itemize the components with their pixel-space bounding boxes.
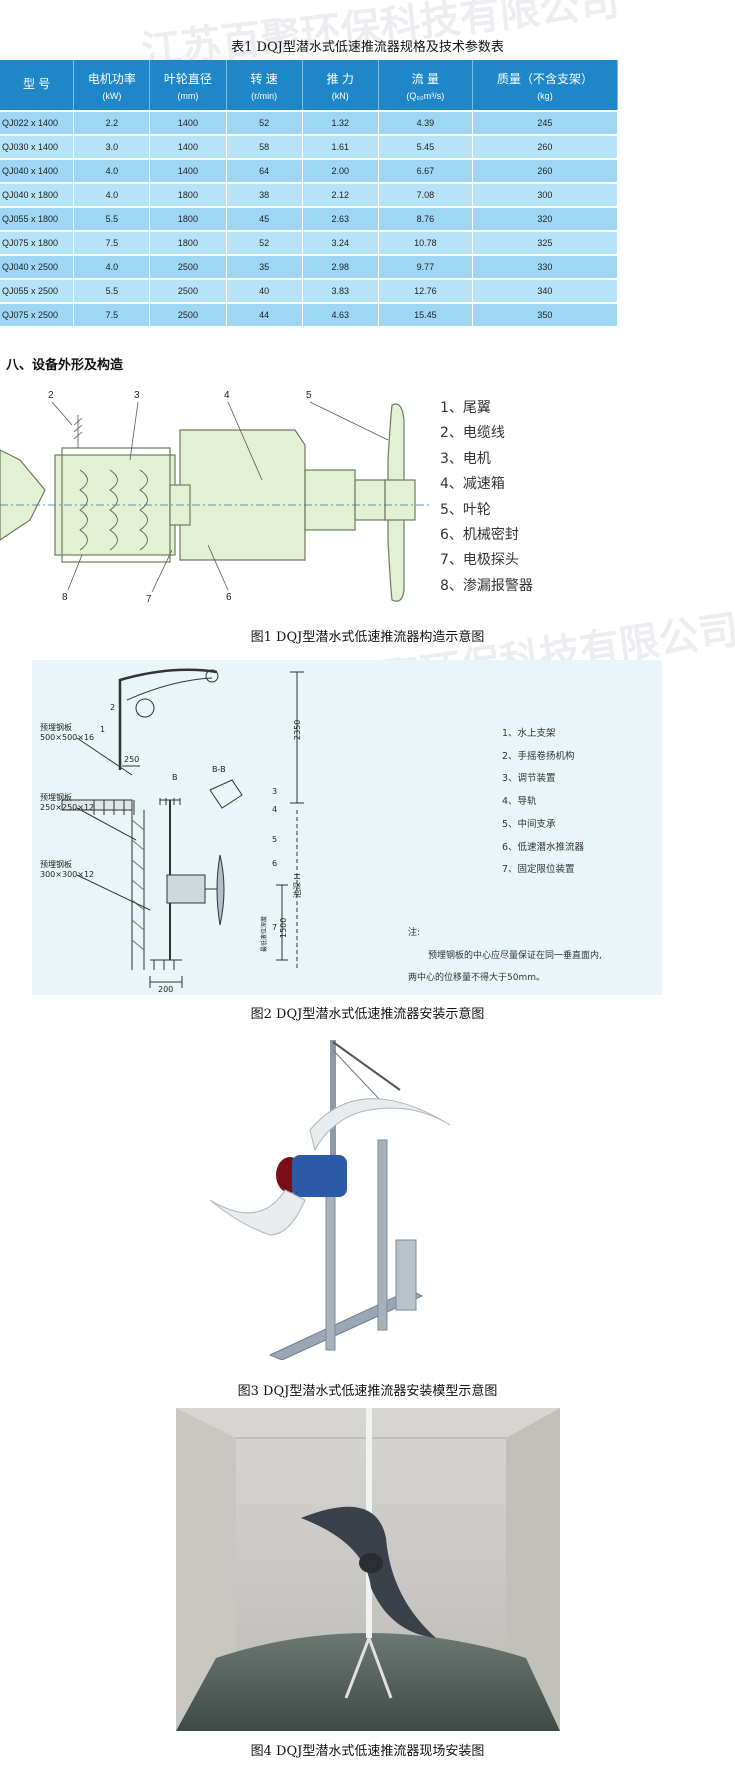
fig2-note-title: 注: xyxy=(408,928,421,938)
fig1-legend-item: 5、叶轮 xyxy=(440,501,491,518)
fig1-callout-8: 8 xyxy=(62,592,68,603)
fig1-legend-item: 7、电极探头 xyxy=(440,552,519,569)
fig2-num-6: 6 xyxy=(272,859,277,868)
fig4-caption: 图4 DQJ型潜水式低速推流器现场安装图 xyxy=(250,1744,485,1759)
fig1-callout-7: 7 xyxy=(146,594,152,605)
fig2-dim-200: 200 xyxy=(158,985,173,994)
section-title: 八、设备外形及构造 xyxy=(6,358,124,373)
spec-table: 型 号 电机功率(kW) 叶轮直径(mm) 转 速(r/min) 推 力(kN)… xyxy=(0,60,619,328)
header-speed: 转 速(r/min) xyxy=(226,60,303,112)
fig2-num-4: 4 xyxy=(272,805,277,814)
fig1-legend-item: 8、渗漏报警器 xyxy=(440,577,533,594)
fig1-callout-3: 3 xyxy=(134,390,140,401)
header-diameter: 叶轮直径(mm) xyxy=(149,60,227,112)
table-header-row: 型 号 电机功率(kW) 叶轮直径(mm) 转 速(r/min) 推 力(kN)… xyxy=(0,60,619,112)
fig2-installation-diagram: 2 1 250 2350 池深 H 1500 最低液位深度 200 B B-B … xyxy=(40,668,304,994)
fig2-legend-item: 4、导轨 xyxy=(502,796,537,808)
fig2-plate3-size: 300×300×12 xyxy=(40,870,94,879)
fig1-legend-item: 6、机械密封 xyxy=(440,527,519,544)
fig3-model-image xyxy=(210,1040,451,1360)
fig1-callout-5: 5 xyxy=(306,390,312,401)
header-power: 电机功率(kW) xyxy=(73,60,151,112)
fig2-legend-item: 7、固定限位装置 xyxy=(502,864,575,876)
fig1-caption: 图1 DQJ型潜水式低速推流器构造示意图 xyxy=(250,630,485,645)
fig2-note-line1: 预埋钢板的中心应尽量保证在同一垂直面内, xyxy=(428,951,602,961)
fig2-plate3-title: 预埋钢板 xyxy=(40,859,72,869)
header-thrust: 推 力(kN) xyxy=(302,60,379,112)
fig2-plate1-size: 500×500×16 xyxy=(40,733,94,742)
fig1-legend-item: 1、尾翼 xyxy=(440,400,491,416)
fig1-legend-item: 4、减速箱 xyxy=(440,476,505,493)
header-model: 型 号 xyxy=(0,60,75,112)
fig2-legend: 1、水上支架 2、手摇卷扬机构 3、调节装置 4、导轨 5、中间支承 6、低速潜… xyxy=(502,723,584,882)
fig2-legend-item: 5、中间支承 xyxy=(502,818,556,830)
fig2-num-7: 7 xyxy=(272,923,277,932)
fig1-legend-item: 2、电缆线 xyxy=(440,425,505,442)
fig2-num-5: 5 xyxy=(272,835,277,844)
fig2-legend-item: 2、手摇卷扬机构 xyxy=(502,750,575,762)
fig2-min-depth: 最低液位深度 xyxy=(260,916,268,952)
fig2-dim-2350: 2350 xyxy=(293,720,302,740)
fig1-callout-2: 2 xyxy=(48,390,54,401)
fig2-legend-item: 1、水上支架 xyxy=(502,728,556,739)
fig1-legend-item: 3、电机 xyxy=(440,450,491,467)
fig2-dim-250: 250 xyxy=(124,755,139,764)
fig1-callout-6: 6 xyxy=(226,592,232,603)
fig2-num-2: 2 xyxy=(110,703,115,712)
fig2-depth: 池深 H xyxy=(292,873,302,898)
fig2-legend-item: 6、低速潜水推流器 xyxy=(502,841,585,853)
fig2-note-line2: 两中心的位移量不得大于50mm。 xyxy=(408,973,545,983)
fig2-num-3: 3 xyxy=(272,787,277,796)
fig3-caption: 图3 DQJ型潜水式低速推流器安装模型示意图 xyxy=(237,1384,498,1399)
fig2-caption: 图2 DQJ型潜水式低速推流器安装示意图 xyxy=(250,1007,485,1022)
header-flow: 流 量(Q₆₀m³/s) xyxy=(378,60,473,112)
fig2-plate2-title: 预埋钢板 xyxy=(40,792,72,802)
fig2-plate2-size: 250×250×12 xyxy=(40,803,94,812)
fig2-num-1: 1 xyxy=(100,725,105,734)
fig2-section-bb: B-B xyxy=(212,765,226,774)
fig1-structure-diagram: 2 3 4 5 8 7 6 xyxy=(0,390,430,605)
fig2-section-b: B xyxy=(172,773,178,782)
header-mass: 质量（不含支架）(kg) xyxy=(472,60,619,112)
fig1-callout-4: 4 xyxy=(224,390,230,401)
fig4-site-photo xyxy=(176,1408,560,1731)
fig2-dim-1500: 1500 xyxy=(279,918,288,938)
fig2-legend-item: 3、调节装置 xyxy=(502,773,556,785)
fig2-plate1-title: 预埋钢板 xyxy=(40,722,72,732)
fig2-panel xyxy=(32,660,662,995)
fig1-legend: 1、尾翼 2、电缆线 3、电机 4、减速箱 5、叶轮 6、机械密封 7、电极探头… xyxy=(440,396,533,599)
table-caption: 表1 DQJ型潜水式低速推流器规格及技术参数表 xyxy=(231,40,504,55)
